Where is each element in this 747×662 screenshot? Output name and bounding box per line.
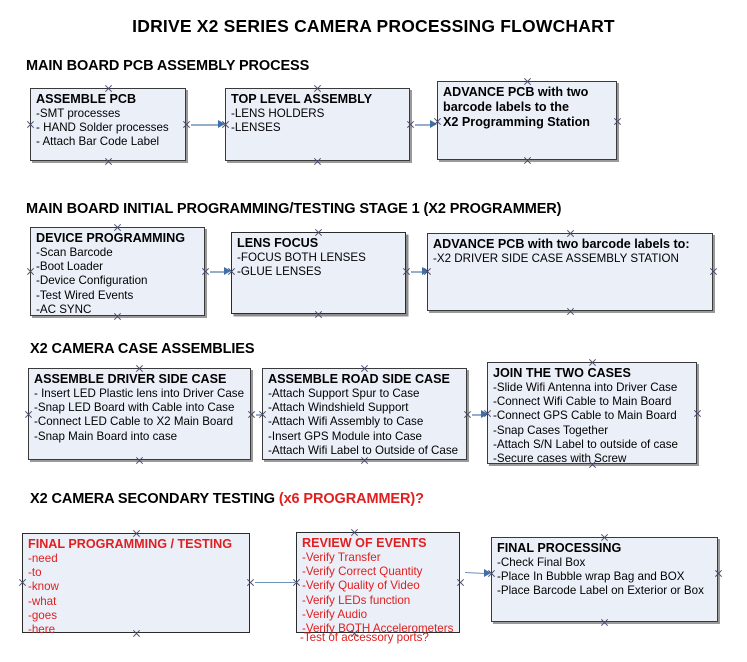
section-heading-main-board-pcb-assembly: MAIN BOARD PCB ASSEMBLY PROCESS — [26, 58, 309, 74]
section-heading-main-board-initial-programming: MAIN BOARD INITIAL PROGRAMMING/TESTING S… — [26, 201, 562, 217]
box-title: ADVANCE PCB with two — [443, 85, 589, 99]
box-line: -Insert GPS Module into Case — [268, 429, 423, 443]
section-heading-x2-camera-case-assemblies: X2 CAMERA CASE ASSEMBLIES — [30, 341, 255, 357]
section-heading-text: X2 CAMERA CASE ASSEMBLIES — [30, 341, 255, 357]
box-top-level-assembly[interactable]: TOP LEVEL ASSEMBLY -LENS HOLDERS -LENSES — [225, 88, 410, 161]
box-line: -Place Barcode Label on Exterior or Box — [497, 584, 704, 598]
section-heading-accent: (x6 PROGRAMMER)? — [278, 491, 424, 507]
box-line: -Device Configuration — [36, 274, 148, 288]
box-title: FINAL PROCESSING — [497, 541, 622, 555]
box-line: -Place In Bubble wrap Bag and BOX — [497, 570, 685, 584]
connector-arrow — [191, 124, 220, 126]
box-review-of-events[interactable]: REVIEW OF EVENTS -Verify Transfer -Verif… — [296, 532, 460, 636]
box-line: -Connect Wifi Cable to Main Board — [493, 395, 672, 409]
box-assemble-driver-side-case[interactable]: ASSEMBLE DRIVER SIDE CASE - Insert LED P… — [28, 368, 251, 460]
box-title: ASSEMBLE ROAD SIDE CASE — [268, 372, 450, 386]
box-line: -Attach S/N Label to outside of case — [493, 437, 678, 451]
box-line: - HAND Solder processes — [36, 121, 169, 135]
box-line: -Boot Loader — [36, 260, 104, 274]
box-line: -Snap LED Board with Cable into Case — [34, 401, 235, 415]
box-line: -GLUE LENSES — [237, 265, 322, 279]
box-advance-pcb-driver-side-case[interactable]: ADVANCE PCB with two barcode labels to: … — [427, 233, 713, 311]
section-heading-text: MAIN BOARD INITIAL PROGRAMMING/TESTING S… — [26, 201, 562, 217]
connector-arrow — [411, 271, 425, 273]
connector-arrowhead — [481, 410, 488, 418]
box-title: ADVANCE PCB with two barcode labels to: — [433, 237, 690, 251]
box-line: -Verify Correct Quantity — [302, 565, 423, 579]
connector-arrow — [210, 271, 226, 273]
box-line: -what — [28, 594, 57, 608]
box-line: -need — [28, 552, 58, 565]
box-line: -FOCUS BOTH LENSES — [237, 251, 366, 264]
connector-line — [255, 582, 295, 583]
box-line: -Connect LED Cable to X2 Main Board — [34, 415, 234, 429]
box-title: FINAL PROGRAMMING / TESTING — [28, 537, 233, 551]
connector-arrowhead — [430, 120, 437, 128]
box-line: -Slide Wifi Antenna into Driver Case — [493, 381, 678, 394]
box-line: -Verify Audio — [302, 607, 368, 621]
connector-arrow — [415, 124, 433, 126]
box-line: -Attach Windshield Support — [268, 401, 409, 415]
box-line: -Scan Barcode — [36, 246, 113, 259]
box-line: -Attach Wifi Assembly to Case — [268, 415, 424, 429]
box-line: -Attach Support Spur to Case — [268, 387, 420, 400]
box-title: ASSEMBLE DRIVER SIDE CASE — [34, 372, 227, 386]
box-line: -to — [28, 566, 42, 580]
box-line: - Attach Bar Code Label — [36, 135, 160, 149]
connector-arrowhead — [484, 569, 491, 577]
section-heading-x2-camera-secondary-testing: X2 CAMERA SECONDARY TESTING (x6 PROGRAMM… — [30, 491, 424, 507]
page-title: IDRIVE X2 SERIES CAMERA PROCESSING FLOWC… — [132, 16, 615, 36]
connector-arrowhead — [218, 120, 225, 128]
box-title: TOP LEVEL ASSEMBLY — [231, 92, 373, 106]
box-title: LENS FOCUS — [237, 236, 319, 250]
connector-arrowhead — [422, 267, 429, 275]
box-line: -AC SYNC — [36, 302, 92, 316]
box-line: barcode labels to the — [443, 100, 569, 114]
box-title: REVIEW OF EVENTS — [302, 536, 427, 550]
box-title: JOIN THE TWO CASES — [493, 366, 631, 380]
box-line: - Insert LED Plastic lens into Driver Ca… — [34, 387, 245, 400]
box-line: -Connect GPS Cable to Main Board — [493, 409, 677, 423]
box-assemble-pcb[interactable]: ASSEMBLE PCB -SMT processes - HAND Solde… — [30, 88, 186, 161]
section-heading-text: MAIN BOARD PCB ASSEMBLY PROCESS — [26, 58, 310, 74]
section-heading-text: X2 CAMERA SECONDARY TESTING — [30, 491, 279, 507]
box-line: -here — [28, 623, 56, 637]
box-line: X2 Programming Station — [443, 115, 590, 129]
box-device-programming[interactable]: DEVICE PROGRAMMING -Scan Barcode -Boot L… — [30, 227, 205, 316]
box-line: -SMT processes — [36, 107, 121, 120]
box-join-the-two-cases[interactable]: JOIN THE TWO CASES -Slide Wifi Antenna i… — [487, 362, 697, 466]
box-line: -X2 DRIVER SIDE CASE ASSEMBLY STATION — [433, 252, 679, 265]
box-title: DEVICE PROGRAMMING — [36, 231, 186, 245]
box-line: -Snap Cases Together — [493, 423, 609, 437]
box-line: -LENS HOLDERS — [231, 107, 325, 120]
box-line: -Verify LEDs function — [302, 593, 411, 607]
box-title: ASSEMBLE PCB — [36, 92, 137, 106]
connector-arrow — [472, 414, 484, 416]
box-lens-focus[interactable]: LENS FOCUS -FOCUS BOTH LENSES -GLUE LENS… — [231, 232, 406, 314]
box-advance-pcb-programming-station[interactable]: ADVANCE PCB with two barcode labels to t… — [437, 81, 617, 160]
box-line: -Attach Wifi Label to Outside of Case — [268, 443, 459, 457]
box-line: -goes — [28, 608, 58, 622]
box-line: -Verify Transfer — [302, 551, 381, 564]
box-assemble-road-side-case[interactable]: ASSEMBLE ROAD SIDE CASE -Attach Support … — [262, 368, 467, 460]
box-line: -Verify Quality of Video — [302, 579, 420, 593]
box-final-programming-testing[interactable]: FINAL PROGRAMMING / TESTING -need -to -k… — [22, 533, 250, 636]
box-final-processing[interactable]: FINAL PROCESSING -Check Final Box -Place… — [491, 537, 718, 622]
box-line: -Secure cases with Screw — [493, 452, 627, 466]
box-line: -Test Wired Events — [36, 288, 134, 302]
box-line: -Check Final Box — [497, 556, 586, 569]
connector-arrowhead — [224, 267, 231, 275]
box-line: -Verify BOTH Accelerometers — [302, 622, 454, 636]
box-overflow-line: -Test of accessory ports? — [300, 631, 429, 644]
box-line: -know — [28, 580, 59, 594]
box-line: -LENSES — [231, 121, 281, 135]
box-line: -Snap Main Board into case — [34, 429, 178, 443]
